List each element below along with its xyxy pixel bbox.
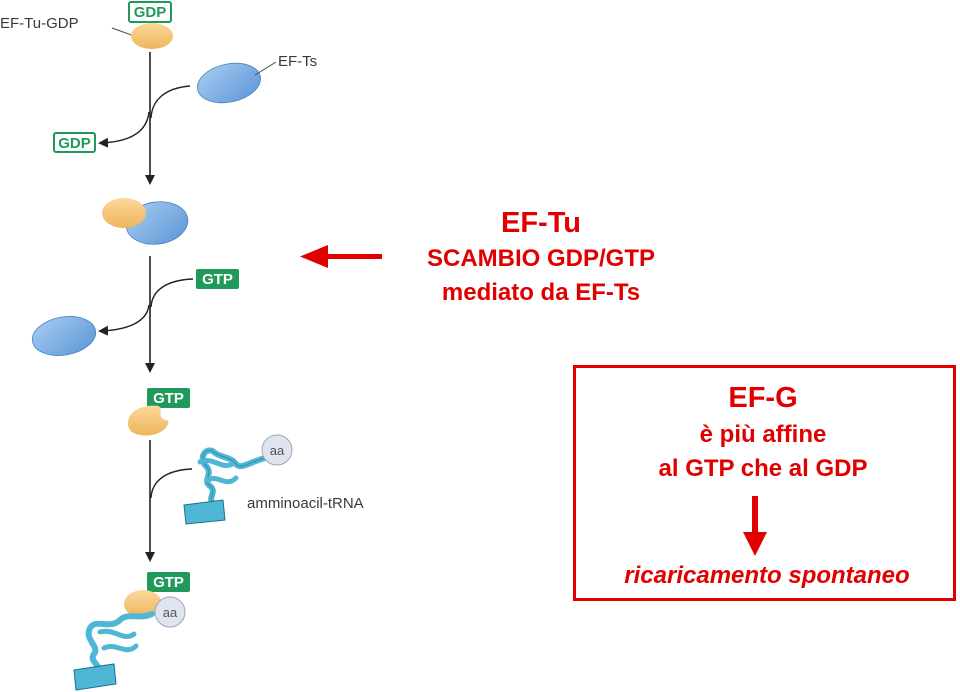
ef-ts-leader xyxy=(254,61,277,76)
ef-tu-line-1: SCAMBIO GDP/GTP xyxy=(427,245,655,272)
ef-g-down-arrow xyxy=(743,496,767,556)
ef-tu-title: EF-Tu xyxy=(501,207,581,239)
svg-text:GTP: GTP xyxy=(153,390,184,407)
svg-text:aa: aa xyxy=(270,443,285,458)
ef-tu-line-2: mediato da EF-Ts xyxy=(442,279,640,306)
ef-g-result: ricaricamento spontaneo xyxy=(624,562,909,589)
gdp-tag-released: GDP xyxy=(53,132,96,153)
ef-ts-label: EF-Ts xyxy=(278,53,317,70)
ef-tu-pointer-arrow xyxy=(300,245,382,268)
ef-ts-released xyxy=(31,316,97,356)
ef-tu-protein xyxy=(131,23,173,49)
aminoacyl-trna-final xyxy=(73,611,155,691)
ef-ts-protein xyxy=(197,62,261,104)
svg-text:GTP: GTP xyxy=(202,271,233,288)
svg-text:aa: aa xyxy=(163,605,178,620)
aminoacyl-trna xyxy=(183,447,268,525)
trna-binding-curve xyxy=(150,468,193,499)
ef-tu-final xyxy=(124,590,162,618)
aminoacyl-trna-label: amminoacil-tRNA xyxy=(247,495,364,512)
gtp-tag-incoming: GTP xyxy=(196,269,239,289)
ef-g-panel-border xyxy=(573,365,956,601)
gtp-binding-curve xyxy=(150,278,194,308)
gdp-tag-top: GDP xyxy=(128,1,172,23)
ef-g-title: EF-G xyxy=(728,382,797,414)
svg-text:GDP: GDP xyxy=(58,135,91,152)
amino-acid-badge-final: aa xyxy=(154,596,186,628)
gtp-tag-ef-tu: GTP xyxy=(147,388,190,408)
svg-text:GDP: GDP xyxy=(134,4,167,21)
ef-tu-in-complex xyxy=(102,198,146,228)
ef-g-line-1: è più affine xyxy=(700,421,827,448)
ef-tu-gdp-label: EF-Tu-GDP xyxy=(0,15,79,32)
ef-g-line-2: al GTP che al GDP xyxy=(659,455,868,482)
gdp-release-curve xyxy=(98,111,150,148)
gtp-tag-final: GTP xyxy=(147,572,190,592)
ef-ts-release-curve xyxy=(98,304,150,336)
svg-text:GTP: GTP xyxy=(153,574,184,591)
amino-acid-badge: aa xyxy=(261,434,293,466)
ef-ts-binding-curve xyxy=(150,85,191,119)
ef-tu-gtp-protein xyxy=(128,405,169,436)
